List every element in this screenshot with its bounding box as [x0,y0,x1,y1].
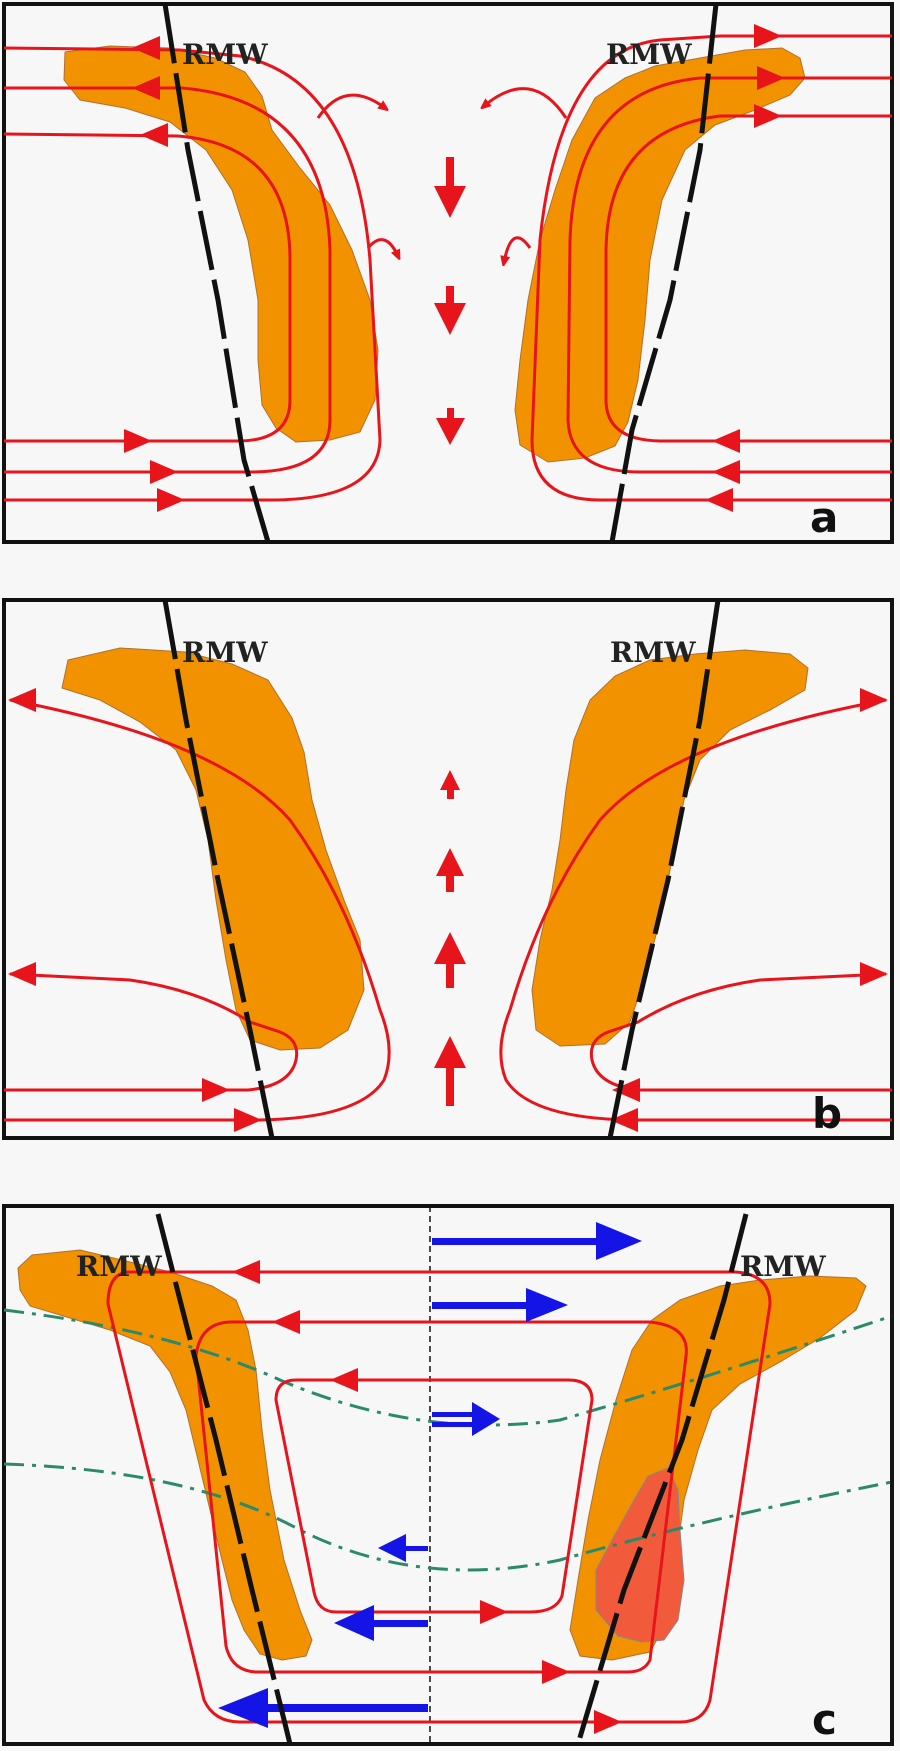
panel-a-down-arrow-3 [436,408,465,445]
panel-a-arrowhead-outflow-right-2 [757,66,785,90]
panel-a-down-arrow-1 [434,157,466,218]
panel-c-surface-upper [3,1308,893,1427]
panel-a-arrowhead-inflow-right-1 [712,429,740,453]
panel-a-down-arrow-2 [434,286,466,335]
panel-a-rmw-lines [162,3,719,543]
panel-b-arrowhead-in-right-2 [610,1108,638,1132]
panel-a-inflow-right-2 [566,76,892,474]
panel-c-arrowhead-inner-bottom [480,1600,508,1624]
panel-c-rmw-line-right [575,1213,749,1745]
panel-c-cell-arrowheads [232,1260,622,1734]
panel-a-rmw-line-left [162,3,271,543]
panel-c-cell-middle [194,1320,688,1674]
panel-c-cell-outer [106,1270,772,1724]
panel-b-arrowhead-in-left-2 [234,1108,262,1132]
panel-a-eddy-mid-right [504,236,532,262]
panel-a-rmw-line-right [609,3,719,543]
panel-b-inflow-left-1 [4,972,299,1092]
panel-a-arrowhead-outflow-right-3 [754,104,782,128]
panel-b-arrowhead-out-right-2 [860,962,888,986]
panel-b-arrowhead-out-left-2 [8,962,36,986]
panel-a-arrowheads [124,24,785,512]
panel-a-inflow-right-3 [530,34,892,502]
panel-b-arrowhead-in-right-1 [612,1078,640,1102]
panel-c-left-cloud [17,1249,313,1661]
panel-c-tangential-jets [218,1222,642,1728]
panel-b-up-arrow-4 [434,1036,466,1106]
panel-b-arrowhead-out-left-1 [8,688,36,712]
panel-c-jet-right-2 [432,1288,568,1322]
panel-c-arrowhead-middle-bottom [542,1660,570,1684]
panel-c-jet-left-2 [334,1605,428,1641]
panel-b-eye-ascent [434,770,466,1106]
panel-b-up-arrow-1 [440,770,460,799]
panel-a-eddy-top-right [484,87,568,119]
panel-a-rmw-label-right: RMW [606,38,692,71]
panel-a-eddy-mid-left [366,238,398,256]
panel-a-arrowhead-outflow-left-2 [132,76,160,100]
panel-a: RMW RMW a [2,2,894,544]
panel-c-cell-inner [274,1378,594,1614]
panel-c: RMW RMW c [2,1204,894,1746]
panel-a-arrowhead-inflow-left-2 [150,460,178,484]
panel-a-eddy-top-left [316,93,385,119]
panel-b: RMW RMW b [2,598,894,1140]
panel-b-arrowheads [8,688,888,1132]
panel-a-letter: a [810,493,838,542]
panel-c-rmw-line-left [155,1213,293,1745]
panel-b-arrowhead-out-right-1 [860,688,888,712]
panel-a-arrowhead-outflow-right-1 [754,24,782,48]
panel-a-arrowhead-inflow-left-3 [157,488,185,512]
panel-c-arrowhead-middle-top [272,1310,300,1334]
panel-b-rmw-line-right [607,599,721,1139]
panel-b-arrowhead-in-left-1 [202,1078,230,1102]
panel-c-arrowhead-outer-top [232,1260,260,1284]
panel-b-rmw-line-left [162,599,275,1139]
panel-b-right-cloud [531,649,809,1047]
panel-c-surface-lower [3,1462,893,1572]
panel-a-inflow-left-3 [4,48,382,502]
panel-a-eye-subsidence [434,157,466,445]
panel-c-overturning-cells [106,1270,772,1724]
panel-b-letter: b [812,1089,842,1138]
panel-b-inflow-right-1 [589,972,892,1092]
panel-c-rmw-label-right: RMW [740,1250,826,1283]
panel-c-arrowhead-inner-top [330,1368,358,1392]
panel-b-up-arrow-2 [436,848,464,892]
panel-c-arrowhead-outer-bottom [594,1710,622,1734]
panel-c-jet-left-3 [218,1688,428,1728]
panel-a-arrowhead-inflow-right-2 [712,460,740,484]
panel-a-arrowhead-outflow-left-1 [132,36,160,60]
panel-c-rmw-label-left: RMW [76,1250,162,1283]
panel-a-arrowhead-inflow-right-3 [705,488,733,512]
panel-b-rmw-label-left: RMW [182,636,268,669]
panel-b-rmw-lines [162,599,721,1139]
panel-b-inflow-right-2 [499,698,892,1122]
panel-c-letter: c [812,1695,837,1744]
panel-a-inflow-left-2 [4,86,332,474]
panel-a-arrowhead-outflow-left-3 [140,123,168,147]
panel-c-rmw-lines [155,1213,749,1745]
panel-c-jet-right-3 [432,1402,500,1436]
panel-c-surfaces [3,1308,893,1572]
panel-b-rmw-label-right: RMW [610,636,696,669]
panel-a-inflow-left-1 [4,134,292,443]
panel-c-jet-right-1 [432,1222,642,1260]
panel-a-arrowhead-inflow-left-1 [124,429,152,453]
panel-b-up-arrow-3 [434,932,466,988]
panel-a-rmw-label-left: RMW [182,38,268,71]
panel-c-jet-left-1 [378,1534,428,1562]
